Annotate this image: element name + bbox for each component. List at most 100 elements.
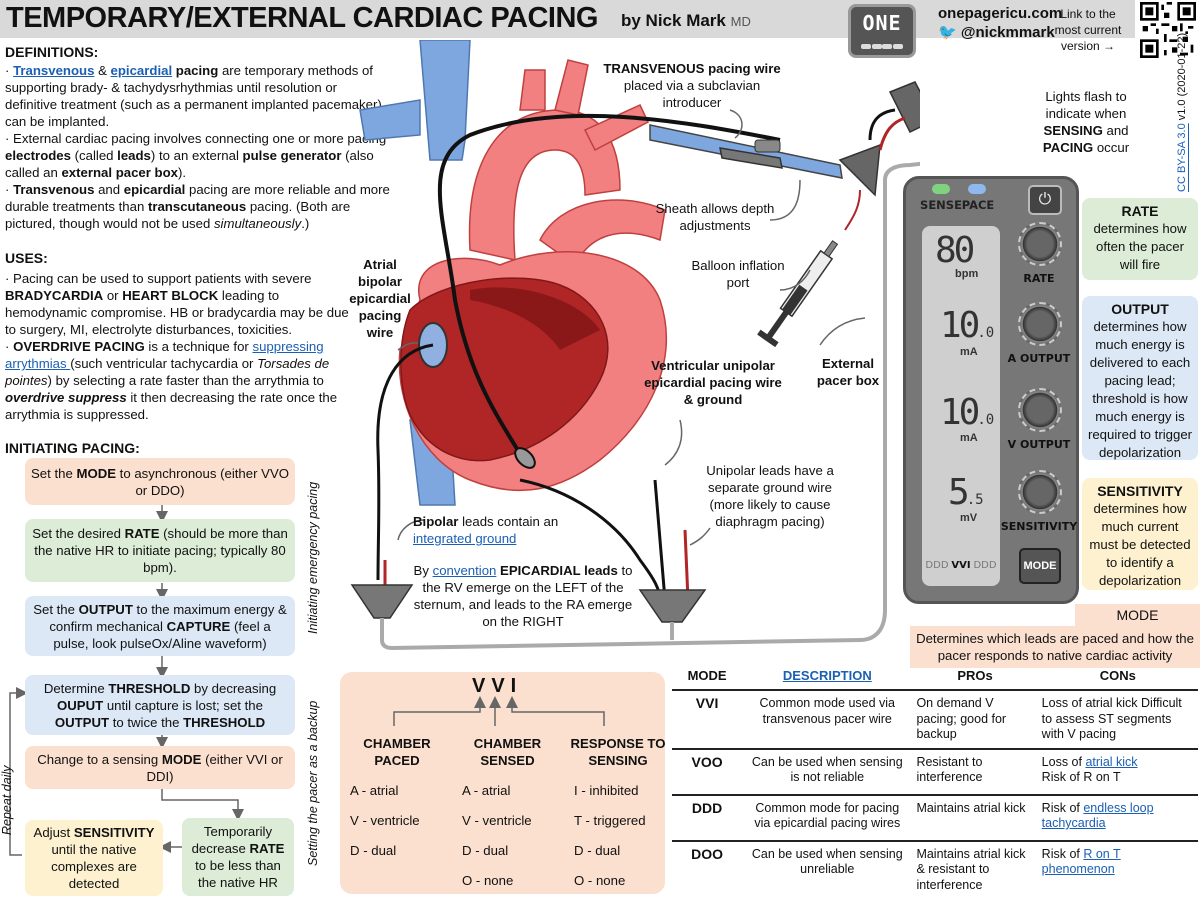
- balloon-tip: [514, 447, 536, 469]
- balloon-label: Balloon inflation port: [691, 258, 785, 290]
- list-item: A - atrial: [462, 783, 511, 798]
- v-output-knob-label: V OUTPUT: [1007, 438, 1071, 451]
- col-pros: PROs: [957, 667, 993, 683]
- sensitivity-knob-label: SENSITIVITY: [1000, 520, 1078, 533]
- endless-loop-link[interactable]: endless loop tachycardia: [1041, 800, 1154, 831]
- svc-vessel: [419, 40, 471, 161]
- side-label-repeat: Repeat daily: [0, 765, 14, 835]
- list-item: O - none: [462, 873, 514, 888]
- ground-wire: [653, 479, 667, 601]
- sheath-hub: [754, 139, 781, 153]
- version-link[interactable]: Link to the most current version →: [1054, 7, 1122, 53]
- atrial-kick-link[interactable]: atrial kick: [1085, 754, 1138, 769]
- rate-knob-label: RATE: [1023, 272, 1055, 285]
- brachiocephalic-vessel: [359, 99, 421, 141]
- lights-label: Lights flash to indicate when SENSING an…: [1042, 89, 1130, 155]
- mode-description: Determines which leads are paced and how…: [910, 626, 1200, 668]
- convention-link[interactable]: convention: [432, 563, 497, 578]
- col-chamber-paced-heading: CHAMBER PACED: [363, 736, 431, 768]
- step-set-rate: Set the desired RATE (should be more tha…: [25, 519, 295, 582]
- a-output-display: 10.0: [940, 305, 995, 346]
- qr-code-icon[interactable]: [1140, 2, 1196, 58]
- ventricular-epicardial-wire: [519, 478, 662, 601]
- external-box-label: External pacer box: [816, 356, 880, 388]
- step-sensing-mode: Change to a sensing MODE (either VVI or …: [25, 746, 295, 789]
- definitions-text: · Transvenous & epicardial pacing are te…: [5, 63, 390, 231]
- twitter-handle[interactable]: 🐦 @nickmmark: [938, 24, 1055, 41]
- r-on-t-link[interactable]: R on T phenomenon: [1041, 846, 1121, 877]
- license-link[interactable]: CC BY-SA 3.0: [1176, 123, 1188, 192]
- convention-label: By convention EPICARDIAL leads to the RV…: [413, 563, 633, 629]
- one-logo-icon: ONE: [848, 4, 916, 58]
- site-link[interactable]: onepagericu.com: [938, 5, 1063, 22]
- table-row: VOO Can be used when sensing is not reli…: [672, 747, 1198, 795]
- balloon-syringe: [757, 240, 839, 348]
- author-credential: MD: [730, 14, 751, 29]
- table-row: DDD Common mode for pacing via epicardia…: [672, 793, 1198, 841]
- page-title: TEMPORARY/EXTERNAL CARDIAC PACING: [6, 2, 599, 34]
- author: by Nick Mark: [621, 11, 726, 30]
- suppressing-arrythmias-link[interactable]: suppressing arrythmias: [5, 339, 324, 371]
- initiating-heading: INITIATING PACING:: [5, 440, 140, 456]
- a-output-unit: mA: [960, 346, 978, 358]
- rate-display: 80: [935, 230, 975, 271]
- mode-heading: MODE: [1075, 604, 1200, 628]
- integrated-ground-link[interactable]: integrated ground: [413, 531, 517, 546]
- sensitivity-knob[interactable]: [1018, 470, 1062, 514]
- right-atrium-shading: [470, 287, 600, 350]
- list-item: D - dual: [462, 843, 509, 858]
- pace-label: PACE: [961, 198, 995, 212]
- epicardial-link[interactable]: epicardial: [110, 63, 173, 78]
- unipolar-label: Unipolar leads have a separate ground wi…: [706, 463, 834, 529]
- col-chamber-sensed-heading: CHAMBER SENSED: [473, 736, 542, 768]
- nomenclature-box: [340, 672, 665, 894]
- mode-vvi-active: VVI: [951, 560, 971, 571]
- col-mode: MODE: [672, 662, 743, 690]
- aortic-branch-2: [554, 59, 589, 116]
- power-button[interactable]: ⏻: [1028, 185, 1062, 215]
- twitter-icon: 🐦: [938, 24, 961, 41]
- site-info: onepagericu.com 🐦 @nickmmark: [938, 4, 1062, 42]
- vvi-title: VVI: [472, 675, 523, 697]
- sensitivity-display: 5.5: [948, 472, 984, 513]
- transvenous-wire: [437, 113, 781, 464]
- v-output-knob[interactable]: [1018, 388, 1062, 432]
- logo-text: ONE: [862, 11, 902, 35]
- step-set-mode: Set the MODE to asynchronous (either VVO…: [25, 458, 295, 505]
- aortic-branch-1: [519, 69, 546, 111]
- rate-knob[interactable]: [1018, 222, 1062, 266]
- list-item: D - dual: [350, 843, 397, 858]
- list-item: I - inhibited: [574, 783, 639, 798]
- a-output-knob[interactable]: [1018, 302, 1062, 346]
- step-adjust-sensitivity: Adjust SENSITIVITY until the native comp…: [25, 820, 163, 896]
- aortic-branch-3: [583, 104, 649, 152]
- step-set-output: Set the OUTPUT to the maximum energy & c…: [25, 596, 295, 656]
- sensitivity-unit: mV: [960, 512, 978, 524]
- sense-label: SENSE: [920, 198, 962, 212]
- header-bar: [0, 0, 1135, 38]
- list-item: V - ventricle: [462, 813, 532, 828]
- ventricular-connector: [638, 589, 707, 623]
- transvenous-link[interactable]: Transvenous: [13, 63, 95, 78]
- list-item: V - ventricle: [350, 813, 420, 828]
- description-link[interactable]: DESCRIPTION: [782, 667, 872, 683]
- step-decrease-rate: Temporarily decrease RATE to be less tha…: [182, 818, 294, 896]
- col-cons: CONs: [1099, 667, 1136, 683]
- vvi-arrows: [393, 696, 605, 726]
- step-determine-threshold: Determine THRESHOLD by decreasing OUPUT …: [25, 675, 295, 735]
- pacer-screen: [922, 226, 1000, 586]
- mode-button[interactable]: MODE: [1019, 548, 1061, 584]
- aorta: [468, 109, 621, 261]
- byline: by Nick Mark MD: [621, 11, 751, 31]
- introducer: [719, 147, 783, 169]
- version-text: v1.0 (2020-01-22): [1176, 32, 1188, 121]
- table-row: VVI Common mode used via transvenous pac…: [672, 689, 1198, 749]
- list-item: D - dual: [574, 843, 621, 858]
- atrial-wire-label: Atrial bipolar epicardial pacing wire: [349, 257, 411, 340]
